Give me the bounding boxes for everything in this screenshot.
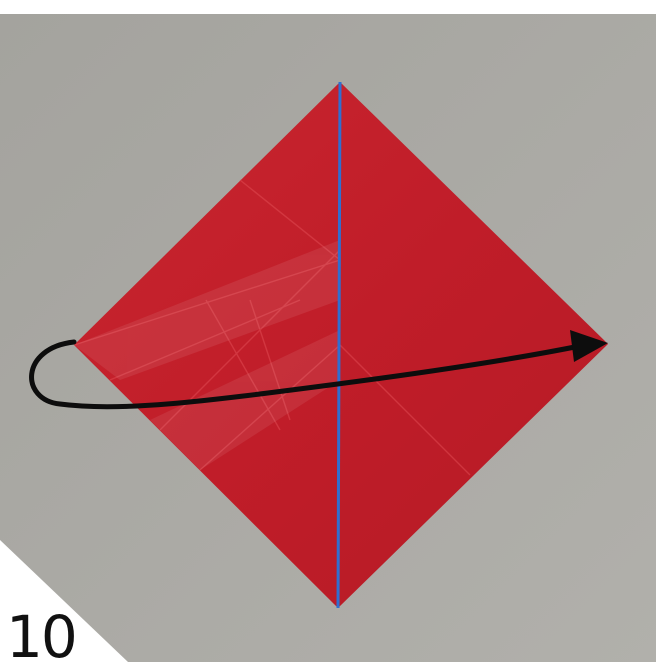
step-number: 10 [6,606,76,662]
vertical-crease-line [338,82,340,608]
